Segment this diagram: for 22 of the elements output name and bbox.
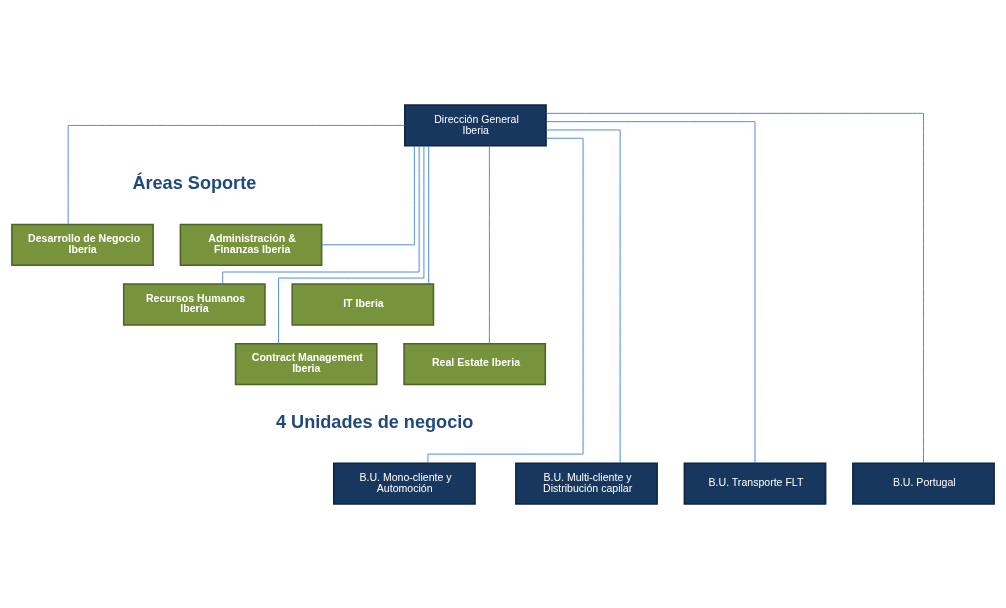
node-box: B.U. Portugal bbox=[852, 461, 995, 505]
node-box: Dirección General Iberia bbox=[404, 103, 547, 147]
connector bbox=[488, 145, 490, 344]
connector bbox=[428, 145, 430, 284]
node-box: B.U. Mono-cliente y Automoción bbox=[333, 461, 476, 505]
connector bbox=[545, 129, 621, 463]
label: Áreas Soporte bbox=[132, 172, 257, 193]
connector bbox=[545, 120, 756, 464]
node-box: B.U. Transporte FLT bbox=[683, 461, 827, 505]
node-box: Contract Management Iberia bbox=[234, 342, 378, 385]
node-box: Desarrollo de Negocio Iberia bbox=[11, 223, 154, 266]
connector bbox=[545, 112, 924, 464]
node-box: B.U. Multi-cliente y Distribución capilar bbox=[515, 461, 658, 505]
label: 4 Unidades de negocio bbox=[275, 411, 474, 432]
connector bbox=[321, 145, 415, 245]
connector bbox=[67, 124, 406, 225]
node-box: Real Estate Iberia bbox=[403, 342, 547, 385]
node-box: Administración & Finanzas Iberia bbox=[179, 223, 323, 266]
connector bbox=[427, 137, 584, 464]
connector bbox=[278, 145, 425, 344]
node-box: Recursos Humanos Iberia bbox=[122, 282, 266, 326]
node-box: IT Iberia bbox=[291, 282, 435, 326]
